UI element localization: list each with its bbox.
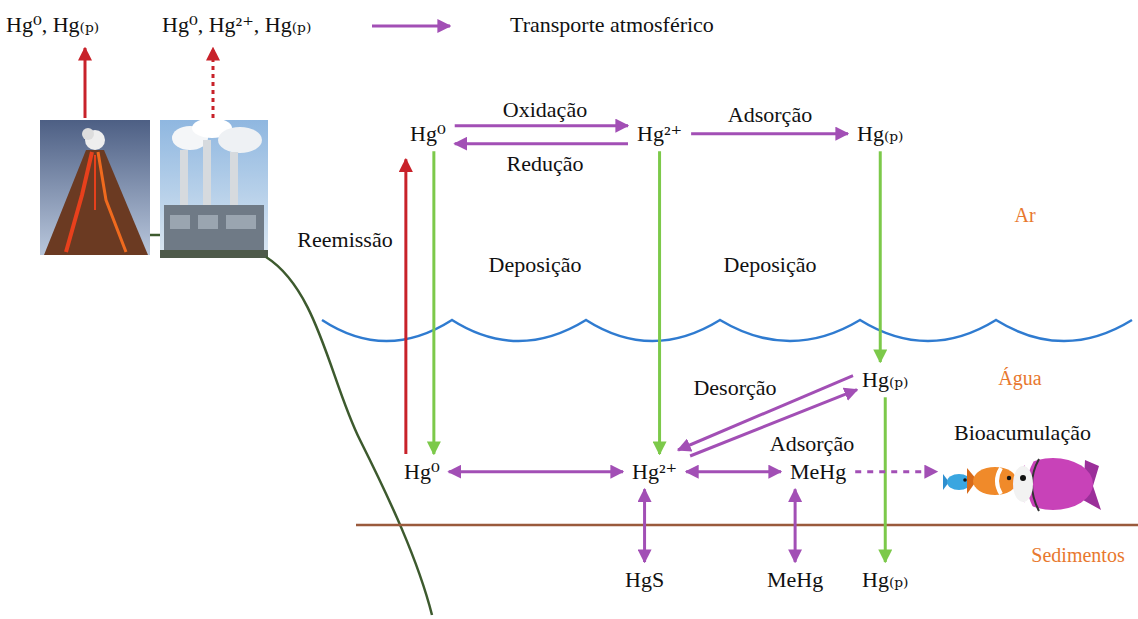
shore-link — [150, 234, 160, 237]
transfer-arrow — [686, 470, 781, 473]
transfer-arrow — [794, 489, 797, 562]
species-label: MeHg — [787, 458, 849, 485]
water-surface — [322, 320, 1132, 341]
process-heading: Bioacumulação — [935, 420, 1110, 445]
species-label: HgS — [622, 566, 667, 593]
species-name: Hg⁰ — [410, 121, 446, 146]
process-label: Reemissão — [295, 227, 394, 252]
power-plant-picture — [160, 118, 268, 258]
process-label: Deposição — [724, 252, 817, 277]
species-name: Hg²⁺ — [637, 121, 682, 146]
deposition-arrow — [658, 151, 661, 454]
deposition-arrow — [879, 151, 882, 362]
emission-label: Hg⁰, Hg²⁺, Hg₍ₚ₎ — [162, 12, 311, 37]
deposition-arrow — [432, 151, 435, 454]
process-label: Redução — [505, 151, 586, 176]
reemission-arrow — [404, 159, 407, 454]
transfer-arrow — [455, 142, 628, 145]
transfer-arrow — [455, 124, 628, 127]
transfer-arrow — [691, 132, 848, 135]
species-name: Hg₍ₚ₎ — [862, 567, 909, 592]
zone-label: Sedimentos — [1031, 544, 1124, 567]
sediment-line — [356, 524, 1138, 527]
emission-arrow — [84, 48, 87, 118]
species-label: Hg₍ₚ₎ — [859, 566, 912, 593]
emission-arrow — [212, 48, 215, 118]
legend-arrow — [372, 25, 450, 28]
species-label: Hg₍ₚ₎ — [859, 366, 912, 393]
process-label: Deposição — [489, 252, 582, 277]
species-name: MeHg — [790, 459, 846, 484]
process-label: Oxidação — [501, 97, 589, 122]
fish-picture — [935, 452, 1110, 520]
transfer-arrow — [643, 489, 646, 562]
zone-label: Água — [998, 367, 1041, 390]
species-name: Hg₍ₚ₎ — [857, 121, 904, 146]
species-name: HgS — [625, 567, 664, 592]
zone-label: Ar — [1014, 204, 1035, 227]
emission-label: Hg⁰, Hg₍ₚ₎ — [6, 12, 99, 37]
species-label: Hg²⁺ — [629, 458, 680, 485]
fish-group: Bioacumulação — [935, 420, 1110, 520]
process-label: Adsorção — [768, 431, 856, 456]
deposition-arrow — [884, 397, 887, 562]
volcano-picture — [40, 120, 150, 255]
species-name: Hg₍ₚ₎ — [862, 367, 909, 392]
species-label: Hg₍ₚ₎ — [854, 120, 907, 147]
species-name: Hg²⁺ — [632, 459, 677, 484]
process-label: Adsorção — [726, 102, 814, 127]
species-label: Hg⁰ — [407, 120, 449, 147]
process-label: Desorção — [691, 375, 778, 400]
species-name: MeHg — [767, 567, 823, 592]
species-label: MeHg — [764, 566, 826, 593]
transfer-arrow — [855, 470, 937, 473]
legend-text: Transporte atmosférico — [510, 12, 714, 37]
transfer-arrow — [449, 470, 623, 473]
species-label: Hg⁰ — [401, 458, 443, 485]
species-label: Hg²⁺ — [634, 120, 685, 147]
species-name: Hg⁰ — [404, 459, 440, 484]
